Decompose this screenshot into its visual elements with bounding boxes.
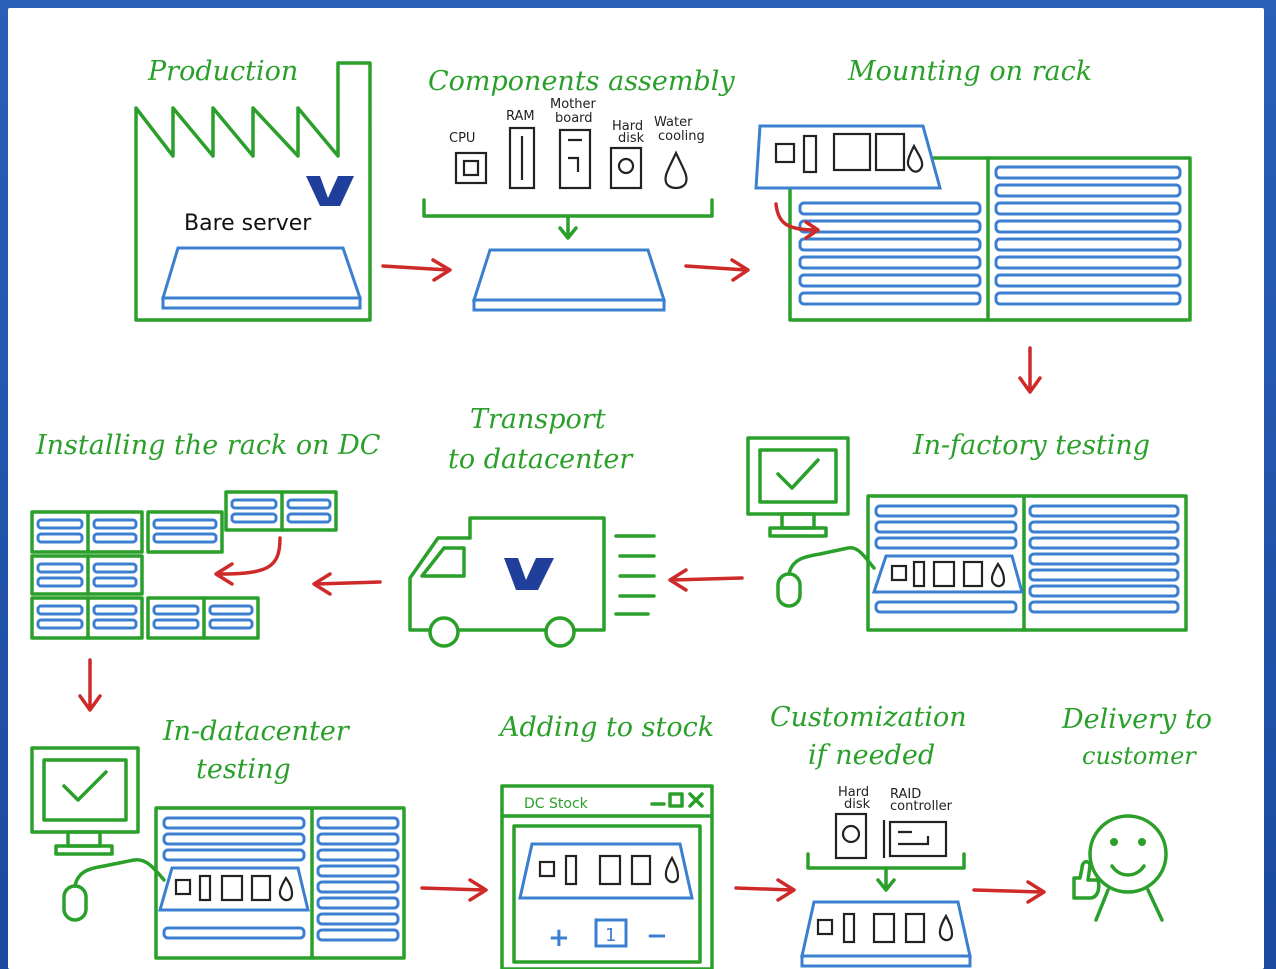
label-custom-hard-disk-1: Hard — [838, 785, 869, 800]
label-adding-to-stock: Adding to stock — [497, 712, 714, 743]
step-in-factory-testing: In-factory testing — [746, 430, 1188, 632]
ram-icon — [508, 126, 536, 190]
thumbs-up-icon — [1072, 860, 1101, 900]
customer-icon — [1072, 814, 1168, 922]
step-delivery: Delivery to customer — [1061, 704, 1212, 922]
label-in-factory-testing: In-factory testing — [912, 430, 1150, 461]
bare-server-icon — [160, 246, 363, 310]
stock-count-box — [594, 918, 628, 948]
datacenter-rack-stripes — [36, 498, 332, 630]
arrow-stock-to-customization — [734, 878, 796, 902]
assembly-down-arrow — [558, 214, 578, 240]
diagram-canvas: Production Bare server Components assemb… — [8, 8, 1264, 969]
label-cpu: CPU — [449, 131, 475, 146]
label-in-datacenter-1: In-datacenter — [162, 716, 351, 747]
maximize-icon — [668, 792, 684, 808]
customization-down-arrow — [876, 866, 896, 892]
label-in-datacenter-2: testing — [196, 754, 291, 785]
rack-icon — [154, 806, 406, 960]
label-raid-2: controller — [890, 799, 953, 814]
mouse-icon — [62, 858, 166, 922]
close-icon — [688, 792, 704, 808]
arrow-mount-into-rack — [774, 202, 820, 240]
arrow-transport-to-install — [312, 572, 382, 596]
label-installing-rack: Installing the rack on DC — [35, 430, 381, 461]
arrow-dc-testing-to-stock — [420, 878, 488, 902]
label-motherboard-1: Mother — [550, 97, 597, 112]
label-water-cooling-1: Water — [654, 115, 693, 130]
label-hard-disk-2: disk — [618, 131, 645, 146]
stock-count: 1 — [605, 925, 616, 946]
dc-stock-title: DC Stock — [524, 796, 589, 812]
arrow-install-to-dc-testing — [78, 658, 102, 712]
assembled-server-icon — [471, 248, 667, 312]
truck-icon — [408, 516, 656, 648]
logo-icon — [504, 558, 554, 590]
arrow-testing-to-transport — [668, 568, 744, 592]
server-icon — [518, 842, 694, 900]
label-ram: RAM — [506, 109, 535, 124]
label-custom-hard-disk-2: disk — [844, 797, 871, 812]
step-transport: Transport to datacenter — [408, 404, 656, 648]
label-production: Production — [147, 56, 298, 87]
stock-minus-button[interactable]: − — [646, 921, 668, 951]
step-in-datacenter-testing: In-datacenter testing — [30, 716, 406, 960]
customized-server-icon — [800, 900, 972, 968]
water-drop-icon — [664, 150, 688, 190]
label-raid-1: RAID — [890, 787, 921, 802]
label-transport-1: Transport — [470, 404, 606, 435]
label-customization-1: Customization — [770, 702, 967, 733]
label-hard-disk-1: Hard — [612, 119, 643, 134]
cpu-icon — [454, 151, 488, 185]
label-transport-2: to datacenter — [448, 444, 634, 475]
step-mounting-on-rack: Mounting on rack — [754, 56, 1192, 322]
raid-controller-icon — [882, 820, 948, 858]
motherboard-icon — [558, 128, 592, 190]
arrow-customization-to-delivery — [972, 880, 1046, 904]
stock-plus-button[interactable]: + — [548, 923, 570, 953]
arrow-rack-to-testing — [1018, 346, 1042, 394]
step-installing-rack: Installing the rack on DC — [30, 430, 381, 640]
label-water-cooling-2: cooling — [658, 129, 705, 144]
datacenter-racks-icon — [30, 490, 338, 640]
label-delivery-2: customer — [1082, 742, 1197, 770]
label-components-assembly: Components assembly — [428, 66, 735, 97]
step-production: Production Bare server — [134, 56, 372, 322]
label-bare-server: Bare server — [184, 211, 312, 236]
factory-outline — [134, 61, 372, 322]
process-diagram: Production Bare server Components assemb… — [30, 56, 1212, 969]
label-delivery-1: Delivery to — [1061, 704, 1212, 735]
dc-stock-window: DC Stock + 1 − — [500, 784, 714, 969]
mouse-icon — [776, 546, 876, 608]
assembly-bracket — [422, 198, 714, 218]
arrow-production-to-assembly — [381, 258, 452, 282]
label-motherboard-2: board — [555, 111, 593, 126]
monitor-icon — [30, 746, 140, 856]
monitor-icon — [746, 436, 850, 538]
logo-icon — [306, 176, 354, 206]
rack-icon — [866, 494, 1188, 632]
arrow-rack-placement — [214, 536, 282, 586]
arrow-assembly-to-rack — [684, 258, 750, 282]
label-mounting-on-rack: Mounting on rack — [847, 56, 1092, 87]
label-customization-2: if needed — [808, 740, 935, 771]
hard-disk-icon — [834, 812, 868, 860]
step-customization: Customization if needed Hard disk RAID c… — [770, 702, 972, 968]
server-with-components-icon — [754, 124, 942, 190]
rack-icon — [788, 156, 1192, 322]
step-adding-to-stock: Adding to stock DC Stock + 1 − — [497, 712, 714, 969]
hard-disk-icon — [609, 146, 643, 190]
step-components-assembly: Components assembly CPU RAM Mother board… — [422, 66, 735, 312]
